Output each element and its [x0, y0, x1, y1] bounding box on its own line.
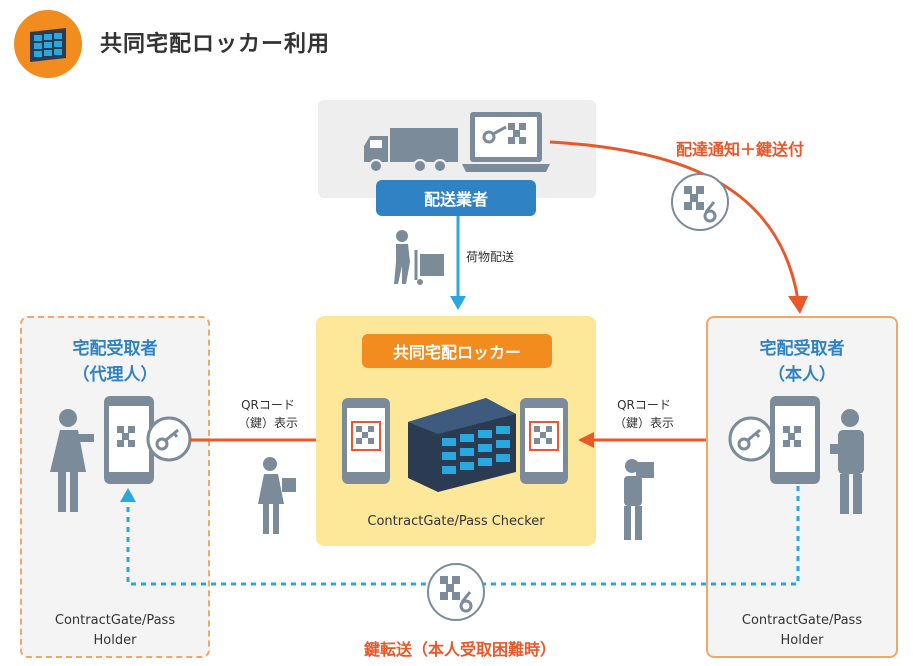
qr-left-line1: QRコード — [241, 398, 295, 412]
agent-holder-line1: ContractGate/Pass — [54, 613, 176, 628]
qr-right-line1: QRコード — [617, 398, 671, 412]
agent-title-line2: （代理人） — [72, 365, 158, 385]
qr-left-line2: （鍵）表示 — [237, 416, 298, 430]
locker-phone-left-icon — [342, 398, 390, 488]
qr-right-arrow — [578, 432, 728, 448]
agent-walking-icon — [254, 456, 298, 540]
page-title: 共同宅配ロッカー利用 — [100, 32, 331, 57]
laptop-icon — [462, 110, 550, 178]
delivery-worker-icon — [384, 228, 448, 290]
principal-phone-icon — [770, 396, 820, 488]
principal-carrying-icon — [612, 458, 656, 546]
carrier-label: 配送業者 — [376, 180, 536, 216]
locker-label: 共同宅配ロッカー — [362, 334, 552, 368]
agent-title-line1: 宅配受取者 — [72, 339, 158, 359]
notify-label: 配達通知＋鍵送付 — [676, 140, 805, 159]
principal-holder-line1: ContractGate/Pass — [741, 613, 863, 628]
principal-holder-line2: Holder — [780, 633, 824, 648]
carrier-label-text: 配送業者 — [423, 190, 488, 209]
header-icon — [14, 10, 82, 78]
delivery-arrow — [450, 216, 466, 310]
truck-icon — [360, 124, 460, 178]
agent-person-icon — [46, 406, 96, 520]
notify-qr-key-icon — [670, 172, 730, 236]
agent-key-icon — [146, 416, 192, 466]
locker-phone-right-icon — [520, 398, 568, 488]
agent-box — [20, 316, 210, 658]
principal-title-line1: 宅配受取者 — [759, 339, 845, 359]
agent-phone-icon — [104, 396, 154, 488]
transfer-label: 鍵転送（本人受取困難時） — [363, 640, 556, 659]
locker-cabinet-icon — [402, 394, 520, 498]
principal-key-icon — [728, 416, 774, 466]
delivery-label: 荷物配送 — [466, 250, 515, 264]
locker-label-text: 共同宅配ロッカー — [392, 343, 521, 362]
transfer-qr-key-icon — [426, 562, 486, 626]
qr-right-line2: （鍵）表示 — [613, 416, 674, 430]
principal-person-icon — [828, 408, 878, 520]
agent-holder-line2: Holder — [93, 633, 137, 648]
locker-caption: ContractGate/Pass Checker — [367, 514, 545, 529]
principal-title-line2: （本人） — [768, 365, 836, 385]
principal-box — [706, 316, 898, 658]
